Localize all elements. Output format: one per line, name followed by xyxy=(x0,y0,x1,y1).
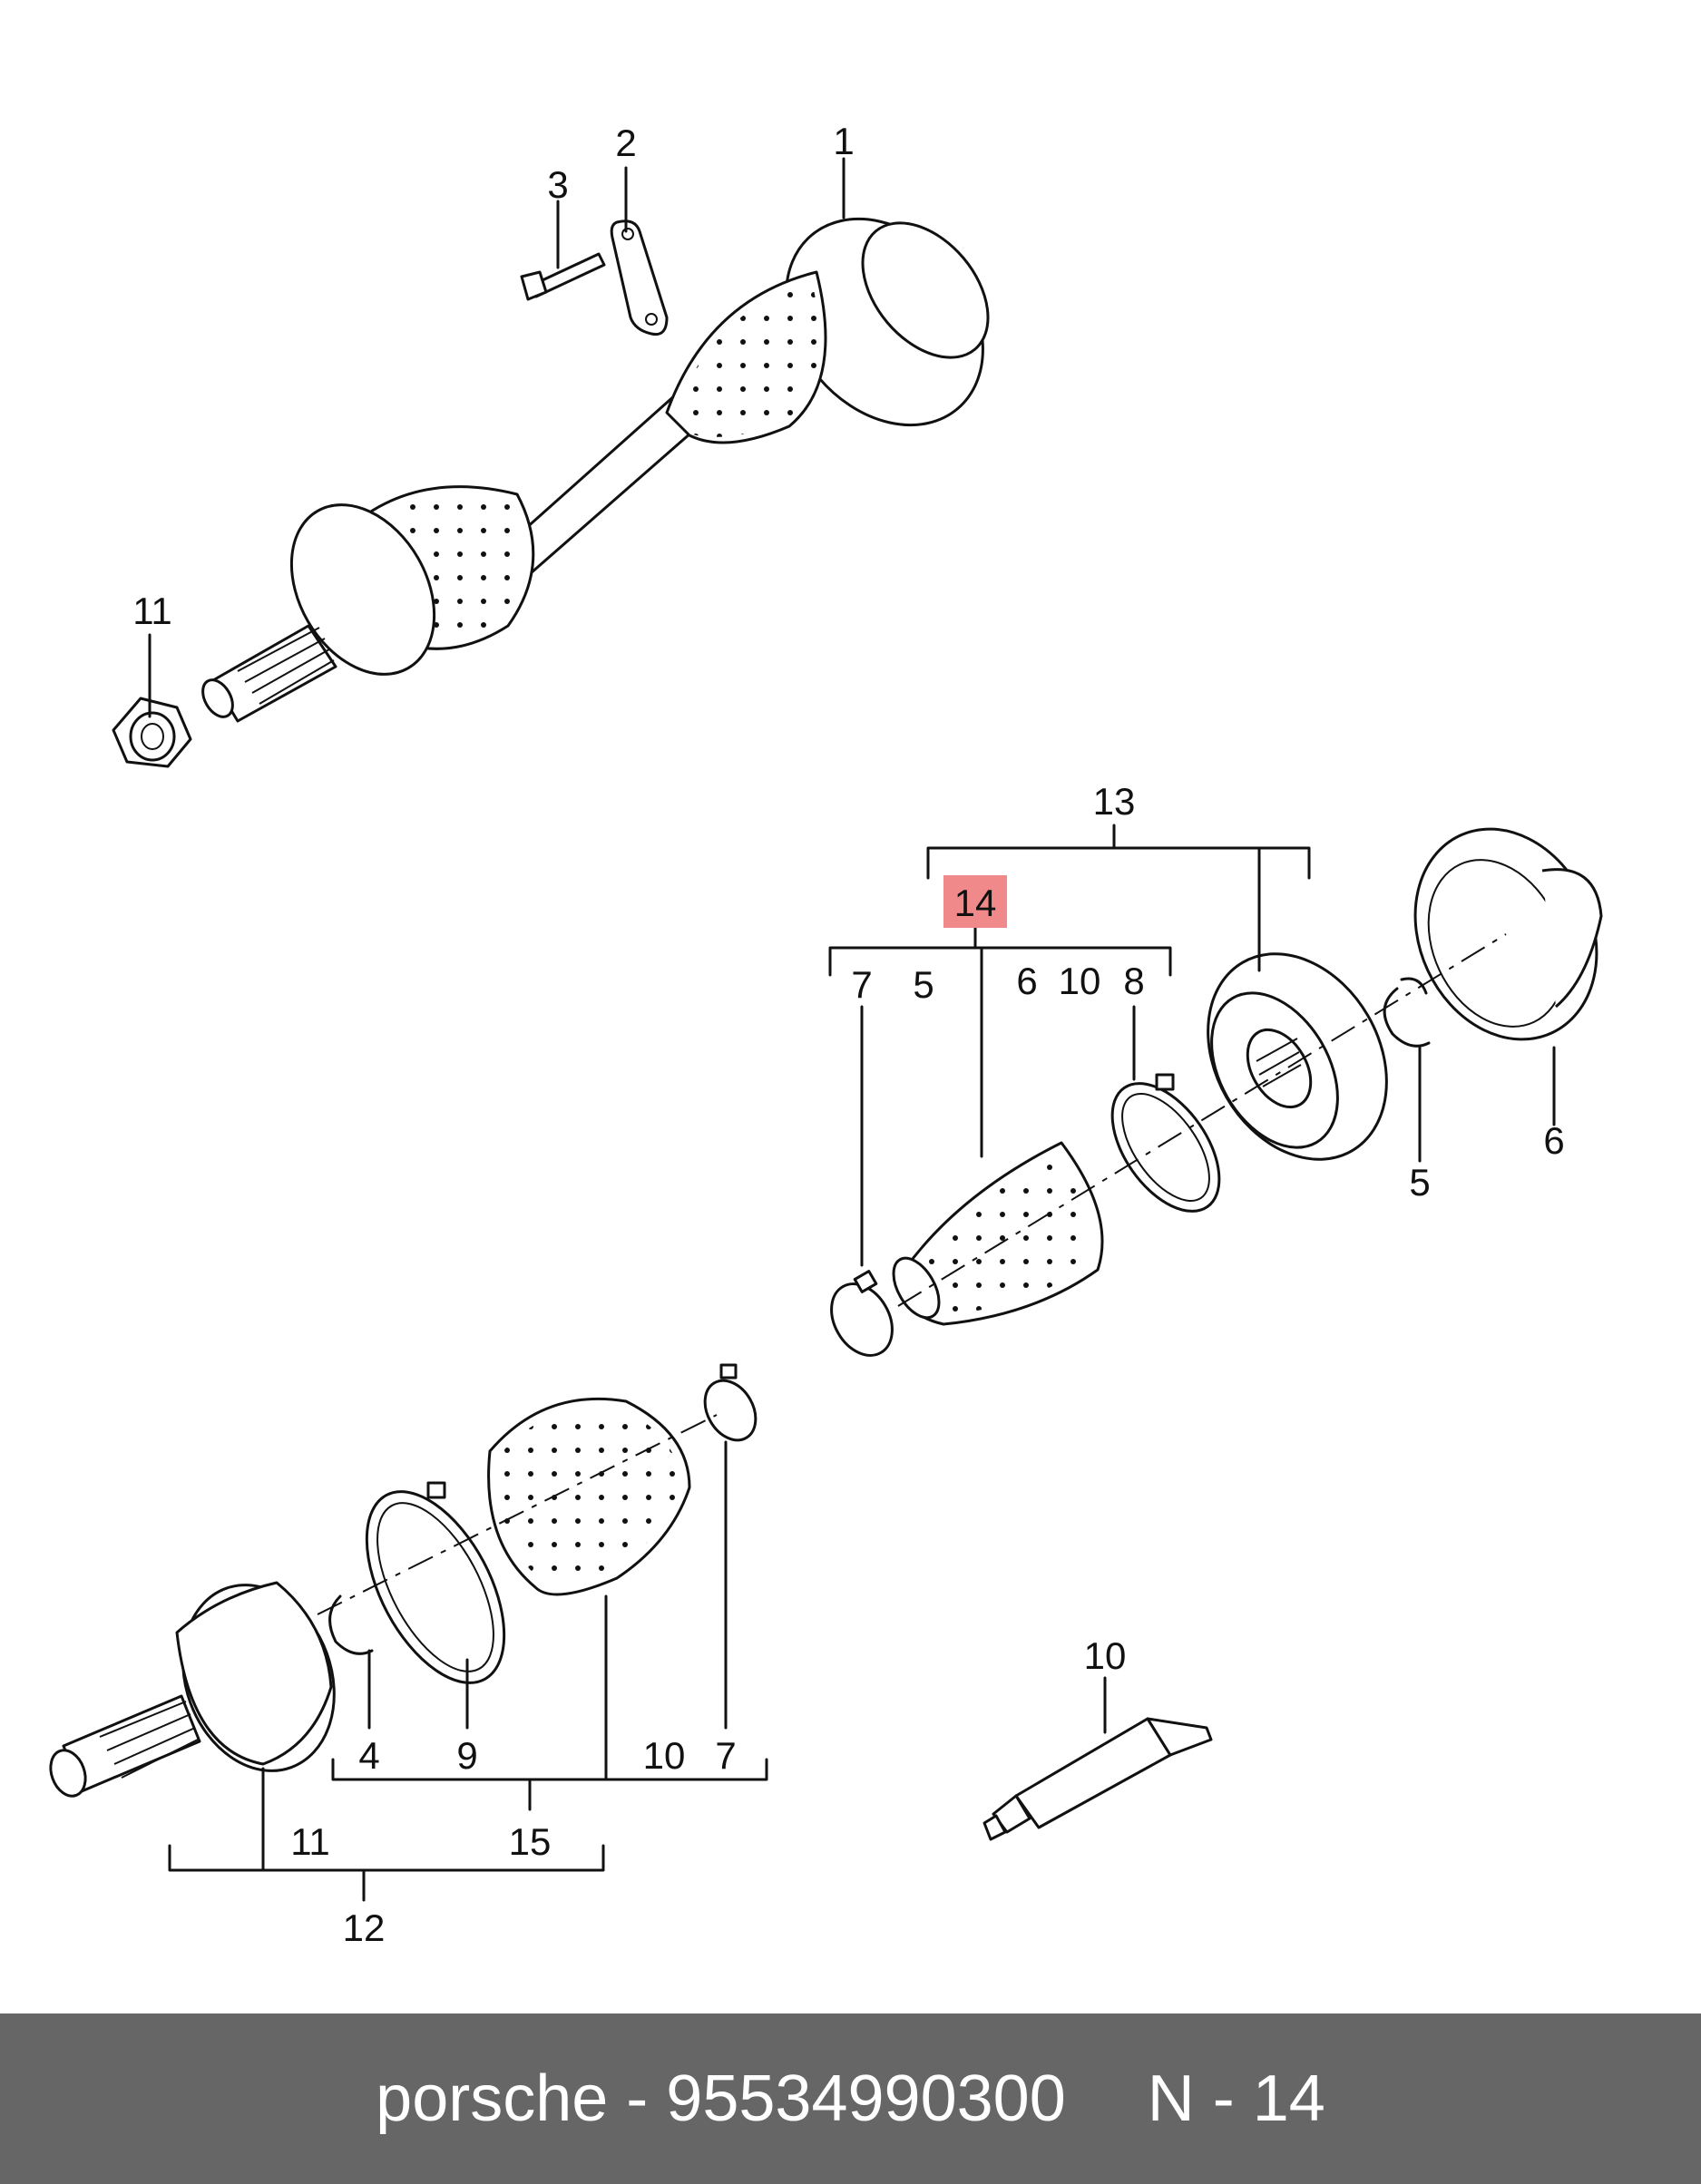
callout-11-bottom: 11 xyxy=(290,1820,330,1863)
locking-plate-part xyxy=(610,219,669,336)
footer-bar: porsche - 95534990300 N - 14 xyxy=(0,2013,1701,2184)
highlight-box xyxy=(943,875,1007,928)
callout-9: 9 xyxy=(456,1734,477,1777)
callout-6-cap: 6 xyxy=(1543,1119,1564,1162)
drive-shaft-assembly xyxy=(201,217,990,723)
bolt-part xyxy=(520,252,606,301)
callout-13: 13 xyxy=(1093,780,1136,823)
callout-11-top: 11 xyxy=(132,590,172,632)
callout-5-circlip: 5 xyxy=(1409,1161,1430,1204)
grease-tube-part xyxy=(982,1717,1213,1841)
boot-kit-group xyxy=(830,827,1603,1357)
callout-1: 1 xyxy=(833,120,854,162)
footer-page-number: N - 14 xyxy=(1147,2062,1325,2135)
callout-labels: 1 2 3 11 13 14 7 5 6 10 8 5 6 4 9 10 7 1… xyxy=(132,120,1564,1949)
callout-14: 14 xyxy=(954,882,997,924)
callout-6-right: 6 xyxy=(1016,960,1037,1002)
callout-2: 2 xyxy=(615,122,636,164)
callout-15: 15 xyxy=(509,1820,552,1863)
callout-8: 8 xyxy=(1123,960,1144,1002)
callout-4: 4 xyxy=(358,1734,379,1777)
callout-12: 12 xyxy=(343,1906,386,1949)
footer-brand-part-number: porsche - 95534990300 xyxy=(376,2062,1066,2135)
callout-10-tube: 10 xyxy=(1084,1634,1127,1677)
callout-10-bottom: 10 xyxy=(643,1734,686,1777)
exploded-parts-diagram: 1 2 3 11 13 14 7 5 6 10 8 5 6 4 9 10 7 1… xyxy=(49,120,1603,1949)
callout-7-right: 7 xyxy=(851,963,872,1006)
nut-part xyxy=(112,697,192,768)
leader-lines xyxy=(148,157,1556,1902)
callout-5-right: 5 xyxy=(913,963,934,1006)
callout-10-right: 10 xyxy=(1059,960,1101,1002)
inner-joint-group xyxy=(49,1363,758,1798)
callout-3: 3 xyxy=(547,163,568,206)
callout-7-bottom: 7 xyxy=(715,1734,736,1777)
